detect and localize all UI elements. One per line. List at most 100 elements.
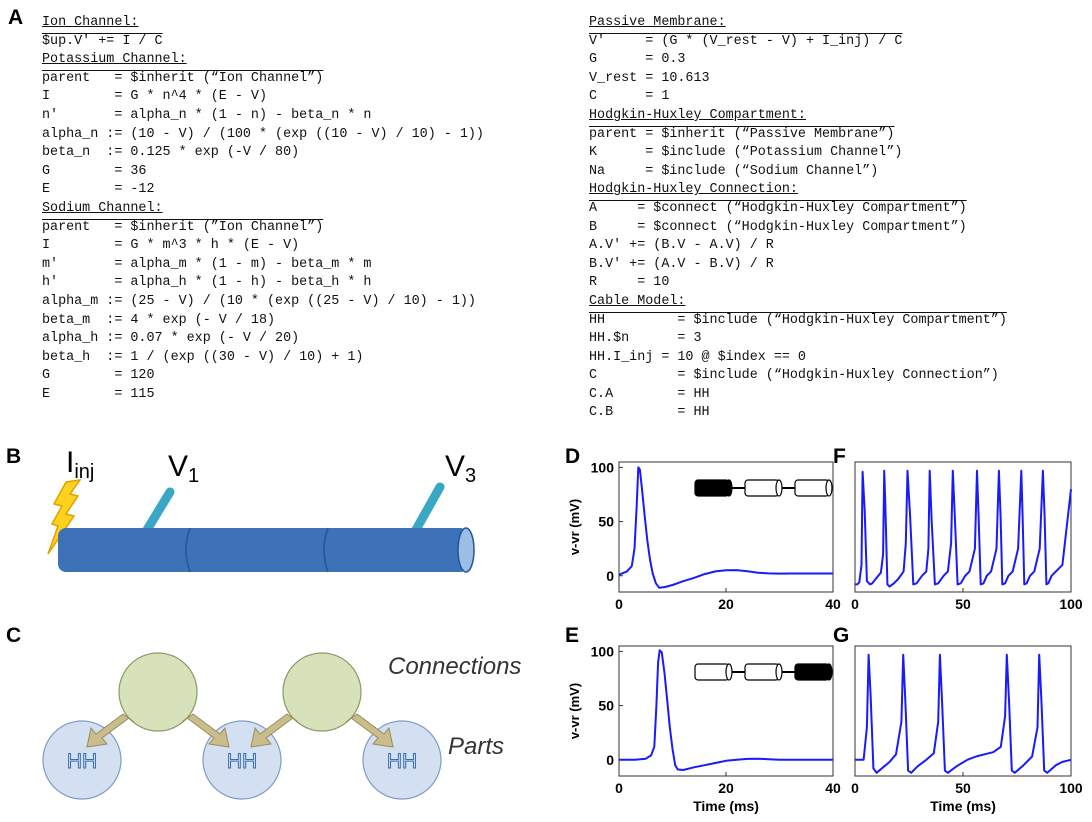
series-line-membrane-potential	[855, 469, 1072, 588]
y-tick-label: 100	[591, 459, 615, 475]
cable-inset-icon	[694, 479, 833, 497]
inset-compartment-cap	[725, 479, 733, 497]
x-tick-label: 40	[825, 780, 841, 796]
inset-compartment	[744, 479, 780, 497]
code-section-heading: Cable Model:	[589, 293, 686, 309]
code-line: C.B = HH	[589, 405, 710, 421]
y-tick-label: 0	[606, 752, 614, 768]
code-line: alpha_n := (10 - V) / (100 * (exp ((10 -…	[42, 126, 484, 142]
code-line: Na = $include (“Sodium Channel”)	[589, 163, 879, 179]
x-tick-label: 0	[615, 596, 623, 612]
cable-end-cap	[457, 527, 475, 573]
x-tick-label: 20	[718, 780, 734, 796]
code-line: HH.I_inj = 10 @ $index == 0	[589, 349, 806, 365]
code-line: K = $include (“Potassium Channel”)	[589, 145, 903, 161]
electrode-v3	[408, 482, 445, 540]
chart-e: 0 20 40 0 50 100 v-vr (mV) Time (ms)	[567, 643, 841, 814]
panel-label-a: A	[8, 6, 24, 29]
inset-compartment	[744, 663, 780, 681]
code-line: V_rest = 10.613	[589, 70, 710, 86]
code-line: parent = $inherit (“Passive Membrane”)	[589, 126, 895, 142]
code-line: G = 120	[42, 368, 155, 384]
code-line: A.V' += (B.V - A.V) / R	[589, 238, 774, 254]
code-listing-right: Passive Membrane: V' = (G * (V_rest - V) …	[589, 14, 1007, 423]
code-line: B.V' += (A.V - B.V) / R	[589, 256, 774, 272]
x-tick-label: 0	[615, 780, 623, 796]
chart-f: 0 50 100	[851, 461, 1083, 612]
x-tick-label: 20	[718, 596, 734, 612]
code-line: B = $connect (“Hodgkin-Huxley Compartmen…	[589, 219, 967, 235]
parts-label: Parts	[448, 733, 504, 760]
code-line: m' = alpha_m * (1 - m) - beta_m * m	[42, 256, 372, 272]
code-line: G = 36	[42, 163, 147, 179]
panel-label-d: D	[565, 445, 581, 468]
y-tick-label: 100	[591, 643, 615, 659]
code-line: I = G * n^4 * (E - V)	[42, 89, 267, 105]
x-tick-label: 100	[1059, 596, 1083, 612]
code-line: I = G * m^3 * h * (E - V)	[42, 238, 300, 254]
code-section-heading: Hodgkin-Huxley Connection:	[589, 182, 798, 198]
y-axis-label: v-vr (mV)	[567, 499, 582, 555]
code-line: parent = $inherit (“Ion Channel”)	[42, 70, 324, 86]
arrow-icon	[181, 713, 230, 748]
x-axis-label: Time (ms)	[693, 798, 759, 814]
code-line: n' = alpha_n * (1 - n) - beta_n * n	[42, 107, 372, 123]
series-line-membrane-potential	[619, 649, 833, 771]
hh-label: HH	[227, 750, 257, 773]
cable-segment-divider	[185, 527, 191, 573]
hh-label: HH	[387, 750, 417, 773]
code-line: beta_m := 4 * exp (- V / 18)	[42, 312, 276, 328]
series-line-membrane-potential	[618, 466, 833, 589]
cable-body	[58, 528, 468, 572]
code-section-heading: Hodgkin-Huxley Compartment:	[589, 107, 806, 123]
code-line: beta_n := 0.125 * exp (-V / 80)	[42, 145, 300, 161]
inset-compartment	[694, 663, 730, 681]
connections-diagram: HH HH HH Connections Parts	[42, 652, 521, 800]
code-section-heading: Sodium Channel:	[42, 200, 163, 216]
y-axis-label: v-vr (mV)	[567, 683, 582, 739]
x-axis-label: Time (ms)	[930, 798, 996, 814]
plot-frame	[854, 645, 1072, 777]
x-tick-label: 50	[955, 596, 971, 612]
x-tick-label: 100	[1059, 780, 1083, 796]
cable-inset-icon	[694, 663, 833, 681]
inset-compartment-cap	[725, 663, 733, 681]
code-line: HH.$n = 3	[589, 331, 702, 347]
code-line: $up.V' += I / C	[42, 33, 163, 49]
connection-node	[118, 652, 198, 732]
inset-compartment-cap	[825, 663, 833, 681]
code-line: C = 1	[589, 89, 670, 105]
chart-d: 0 20 40 0 50 100 v-vr (mV)	[567, 459, 841, 612]
code-line: G = 0.3	[589, 52, 686, 68]
code-line: V' = (G * (V_rest - V) + I_inj) / C	[589, 33, 903, 49]
panel-label-f: F	[833, 445, 846, 468]
y-tick-label: 50	[598, 698, 614, 714]
label-iinj: Iinj	[66, 446, 94, 483]
panel-label-e: E	[565, 624, 580, 647]
series-line-membrane-potential	[855, 653, 1072, 774]
code-section-heading: Potassium Channel:	[42, 52, 187, 68]
label-v3: V3	[445, 450, 476, 487]
y-tick-label: 50	[598, 514, 614, 530]
inset-compartment-cap	[775, 663, 783, 681]
y-tick-label: 0	[606, 568, 614, 584]
panel-label-c: C	[6, 624, 22, 647]
connection-node	[282, 652, 362, 732]
cable-segment-divider	[323, 527, 329, 573]
x-tick-label: 40	[825, 596, 841, 612]
code-section-heading: Passive Membrane:	[589, 15, 726, 30]
code-line: HH = $include (“Hodgkin-Huxley Compartme…	[589, 312, 1007, 328]
inset-compartment	[794, 663, 830, 681]
code-line: parent = $inherit (”Ion Channel”)	[42, 219, 324, 235]
panel-label-g: G	[833, 624, 850, 647]
code-line: alpha_h := 0.07 * exp (- V / 20)	[42, 331, 300, 347]
inset-compartment-cap	[825, 479, 833, 497]
arrow-icon	[345, 713, 394, 748]
code-line: C.A = HH	[589, 386, 710, 402]
panel-label-b: B	[6, 445, 22, 468]
arrow-icon	[250, 713, 299, 748]
code-line: E = -12	[42, 182, 155, 198]
x-tick-label: 0	[851, 596, 859, 612]
